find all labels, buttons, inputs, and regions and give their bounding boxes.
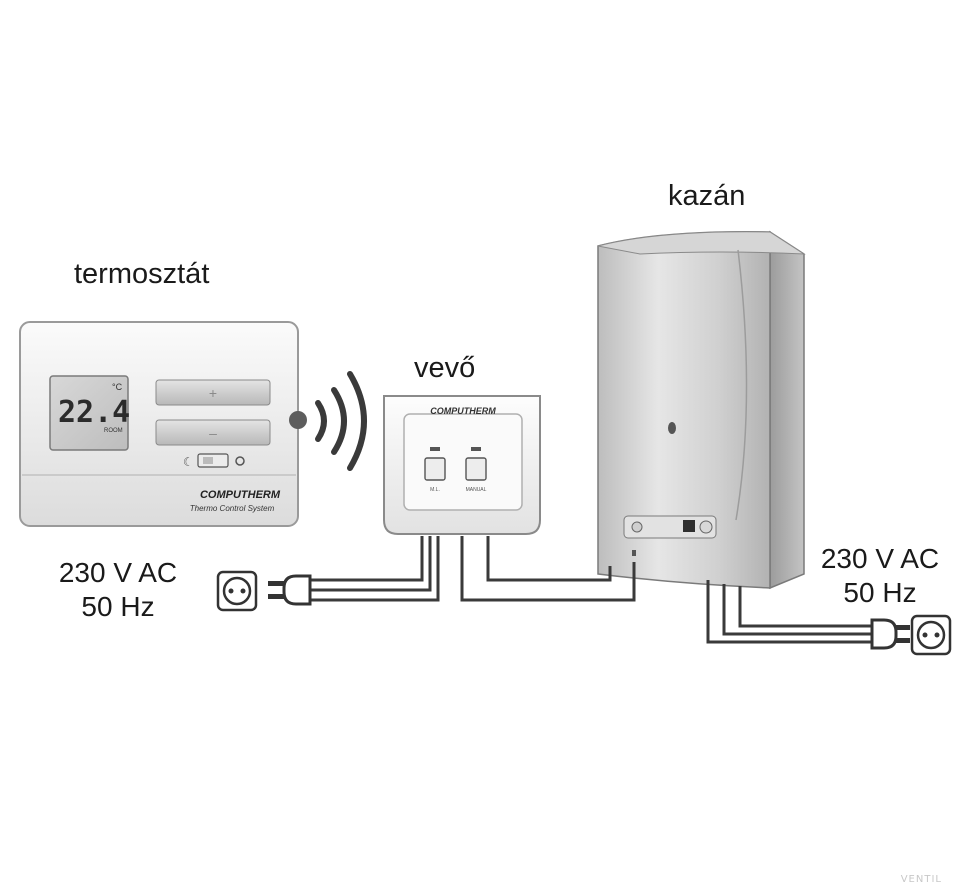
left-power-spec: 230 V AC 50 Hz	[48, 556, 188, 624]
boiler-device	[597, 230, 806, 590]
moon-icon: ☾	[183, 455, 194, 469]
boiler-label: kazán	[668, 180, 746, 212]
right-power-spec: 230 V AC 50 Hz	[810, 542, 950, 610]
receiver-label: vevő	[414, 352, 476, 384]
socket-icon	[910, 614, 952, 656]
sun-icon	[235, 456, 245, 466]
watermark: VENTIL	[900, 874, 942, 885]
receiver-left-button[interactable]	[424, 457, 446, 481]
plus-symbol: +	[209, 385, 217, 401]
receiver-left-label: M.L.	[430, 487, 440, 493]
plug-icon	[870, 618, 910, 650]
right-power-frequency: 50 Hz	[843, 577, 917, 608]
thermostat-tagline: Thermo Control System	[190, 504, 275, 513]
minus-symbol: –	[209, 425, 217, 441]
thermostat-display-value: 22.4	[58, 395, 130, 430]
thermostat-brand: COMPUTHERM	[200, 489, 281, 501]
transmitter-dot	[289, 411, 307, 429]
receiver-right-label: MANUAL	[466, 487, 487, 493]
left-power-frequency: 50 Hz	[81, 591, 155, 622]
left-power-cable	[310, 536, 440, 602]
thermostat-plus-button[interactable]: +	[155, 379, 271, 406]
led-indicator	[430, 447, 440, 451]
left-power-voltage: 230 V AC	[58, 557, 178, 588]
radio-wave-icon	[315, 371, 367, 471]
thermostat-minus-button[interactable]: –	[155, 419, 271, 446]
thermostat-device: 22.4 °C ROOM + – ☾ COMPUTHERM Thermo Con…	[19, 321, 307, 527]
socket-icon	[216, 570, 258, 612]
receiver-device: COMPUTHERM M.L. MANUAL	[383, 395, 541, 535]
receiver-right-button[interactable]	[465, 457, 487, 481]
boiler-control-panel[interactable]	[623, 515, 717, 539]
led-indicator	[471, 447, 481, 451]
thermostat-display-mode: ROOM	[104, 428, 123, 434]
wiring	[310, 536, 872, 644]
right-power-cable	[706, 580, 872, 644]
thermostat-lcd: 22.4 °C ROOM	[49, 375, 130, 451]
thermostat-label: termosztát	[74, 258, 210, 290]
boiler-indicator	[668, 422, 676, 434]
thermostat-display-unit: °C	[112, 382, 123, 392]
receiver-brand: COMPUTHERM	[430, 406, 496, 416]
receiver-to-boiler-cable	[460, 536, 636, 602]
right-power-voltage: 230 V AC	[820, 543, 940, 574]
mode-switch[interactable]: ☾	[183, 453, 245, 469]
plug-icon	[268, 574, 312, 606]
